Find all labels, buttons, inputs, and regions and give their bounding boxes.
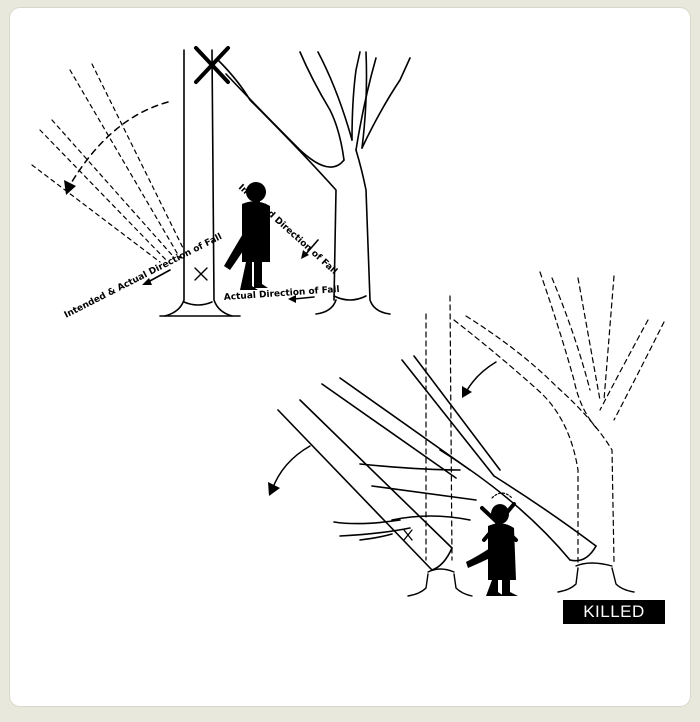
- fall-arc-arrow-bottom-right: [466, 362, 496, 392]
- fall-arc-arrowhead: [64, 180, 76, 195]
- killed-label: KILLED: [563, 600, 665, 624]
- fall-arc-arrow: [70, 102, 168, 185]
- bottom-scene: [268, 272, 664, 596]
- notch-x-mark: [195, 268, 207, 280]
- fallen-trunks: [278, 356, 596, 570]
- fall-arc-arrowhead-bottom-right: [462, 386, 472, 398]
- stumps: [408, 563, 634, 596]
- fall-arc-arrow-bottom-left: [272, 446, 310, 490]
- fall-path-dashed-left: [32, 64, 184, 262]
- diagram-frame: Intended & Actual Direction of Fall Inte…: [10, 8, 690, 706]
- label-intended-actual-direction: Intended & Actual Direction of Fall: [63, 232, 224, 321]
- top-scene: Intended & Actual Direction of Fall Inte…: [32, 48, 410, 321]
- marked-tree-left: [160, 50, 240, 316]
